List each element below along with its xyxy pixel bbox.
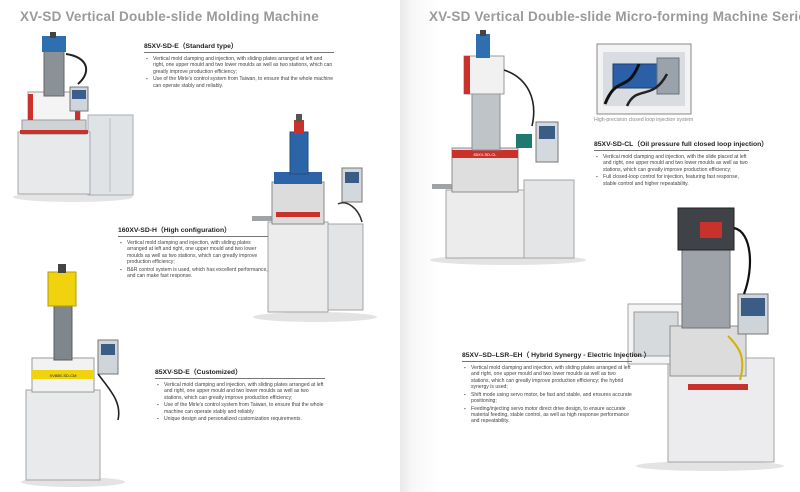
feature-list: Vertical mold clamping and injection, wi… — [155, 382, 325, 423]
right-page: XV-SD Vertical Double-slide Micro-formin… — [400, 0, 800, 492]
spec-block-5: 85XV–SD–LSR–EH（ Hybrid Synergy - Electri… — [462, 349, 650, 426]
spec-block-4: 85XV-SD-CL（Oil pressure full closed loop… — [594, 138, 768, 188]
machine-plate-label: 85XV-SD-CL — [474, 152, 498, 157]
machine-85xv-sd-lsr-eh-image — [627, 207, 784, 471]
model-name: 85XV-SD-E（Customized） — [155, 366, 325, 379]
feature-item: Feeding/injecting servo motor direct dri… — [464, 406, 632, 425]
machine-85xv-sd-e-standard-image — [13, 32, 134, 202]
closed-loop-injection-inset-image — [596, 43, 692, 115]
feature-item: Use of the Mirle's control system from T… — [157, 402, 325, 415]
feature-item: Vertical mold clamping and injection, wi… — [596, 154, 749, 173]
machine-160xv-sd-h-image — [252, 114, 377, 322]
feature-item: Full closed-loop control for injection, … — [596, 174, 749, 187]
model-name: 85XV–SD–LSR–EH（ Hybrid Synergy - Electri… — [462, 349, 650, 362]
feature-item: Vertical mold clamping and injection, wi… — [146, 56, 334, 75]
feature-list: Vertical mold clamping and injection, wi… — [594, 154, 749, 187]
feature-list: Vertical mold clamping and injection, wi… — [118, 240, 268, 279]
machine-plate-label: XV85E-SD-CM — [50, 373, 77, 378]
feature-item: B&R control system is used, which has ex… — [120, 267, 268, 280]
model-name: 85XV-SD-CL（Oil pressure full closed loop… — [594, 138, 768, 151]
feature-item: Vertical mold clamping and injection, wi… — [464, 365, 632, 390]
feature-item: Vertical mold clamping and injection, wi… — [157, 382, 325, 401]
spec-block-3: 85XV-SD-E（Customized） Vertical mold clam… — [155, 366, 325, 424]
spec-block-2: 160XV-SD-H（High configuration） Vertical … — [118, 224, 268, 281]
right-page-title: XV-SD Vertical Double-slide Micro-formin… — [429, 9, 800, 24]
feature-list: Vertical mold clamping and injection, wi… — [144, 56, 334, 89]
feature-item: Vertical mold clamping and injection, wi… — [120, 240, 268, 265]
feature-list: Vertical mold clamping and injection, wi… — [462, 365, 632, 425]
feature-item: Shift mode using servo motor, be fast an… — [464, 392, 632, 405]
machine-85xv-sd-cl-image: 85XV-SD-CL — [430, 30, 586, 265]
left-page: XV-SD Vertical Double-slide Molding Mach… — [0, 0, 400, 492]
model-name: 160XV-SD-H（High configuration） — [118, 224, 268, 237]
left-page-title: XV-SD Vertical Double-slide Molding Mach… — [20, 9, 319, 24]
feature-item: Use of the Mirle's control system from T… — [146, 76, 334, 89]
model-name: 85XV-SD-E（Standard type） — [144, 40, 334, 53]
inset-caption: High-precision closed loop injection sys… — [594, 117, 694, 123]
machine-85xv-sd-e-customized-image: XV85E-SD-CM — [21, 264, 125, 487]
feature-item: Unique design and personalized customiza… — [157, 416, 325, 423]
spec-block-1: 85XV-SD-E（Standard type） Vertical mold c… — [144, 40, 334, 90]
